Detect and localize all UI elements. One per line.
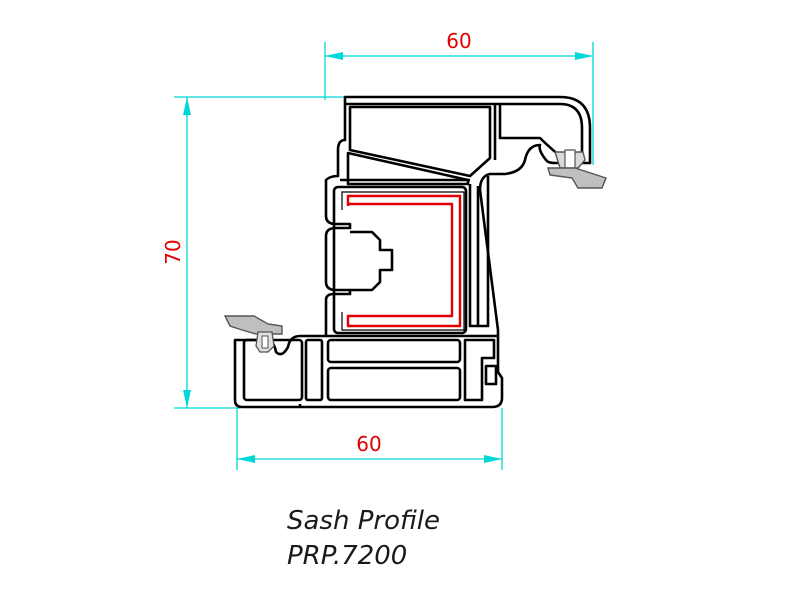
top-width-label: 60 [446, 29, 471, 53]
profile-title: Sash Profile [287, 506, 441, 536]
steel-reinforcement-outline [341, 191, 465, 331]
top-gasket [547, 149, 607, 189]
height-label: 70 [161, 239, 185, 264]
bottom-gasket [223, 315, 283, 353]
bottom-width-label: 60 [356, 432, 381, 456]
profile-outer-outline [233, 95, 592, 409]
profile-code: PRP.7200 [287, 541, 408, 571]
dimension-lines [174, 42, 594, 470]
profile-body [233, 95, 592, 409]
steel-reinforcement [346, 194, 462, 328]
